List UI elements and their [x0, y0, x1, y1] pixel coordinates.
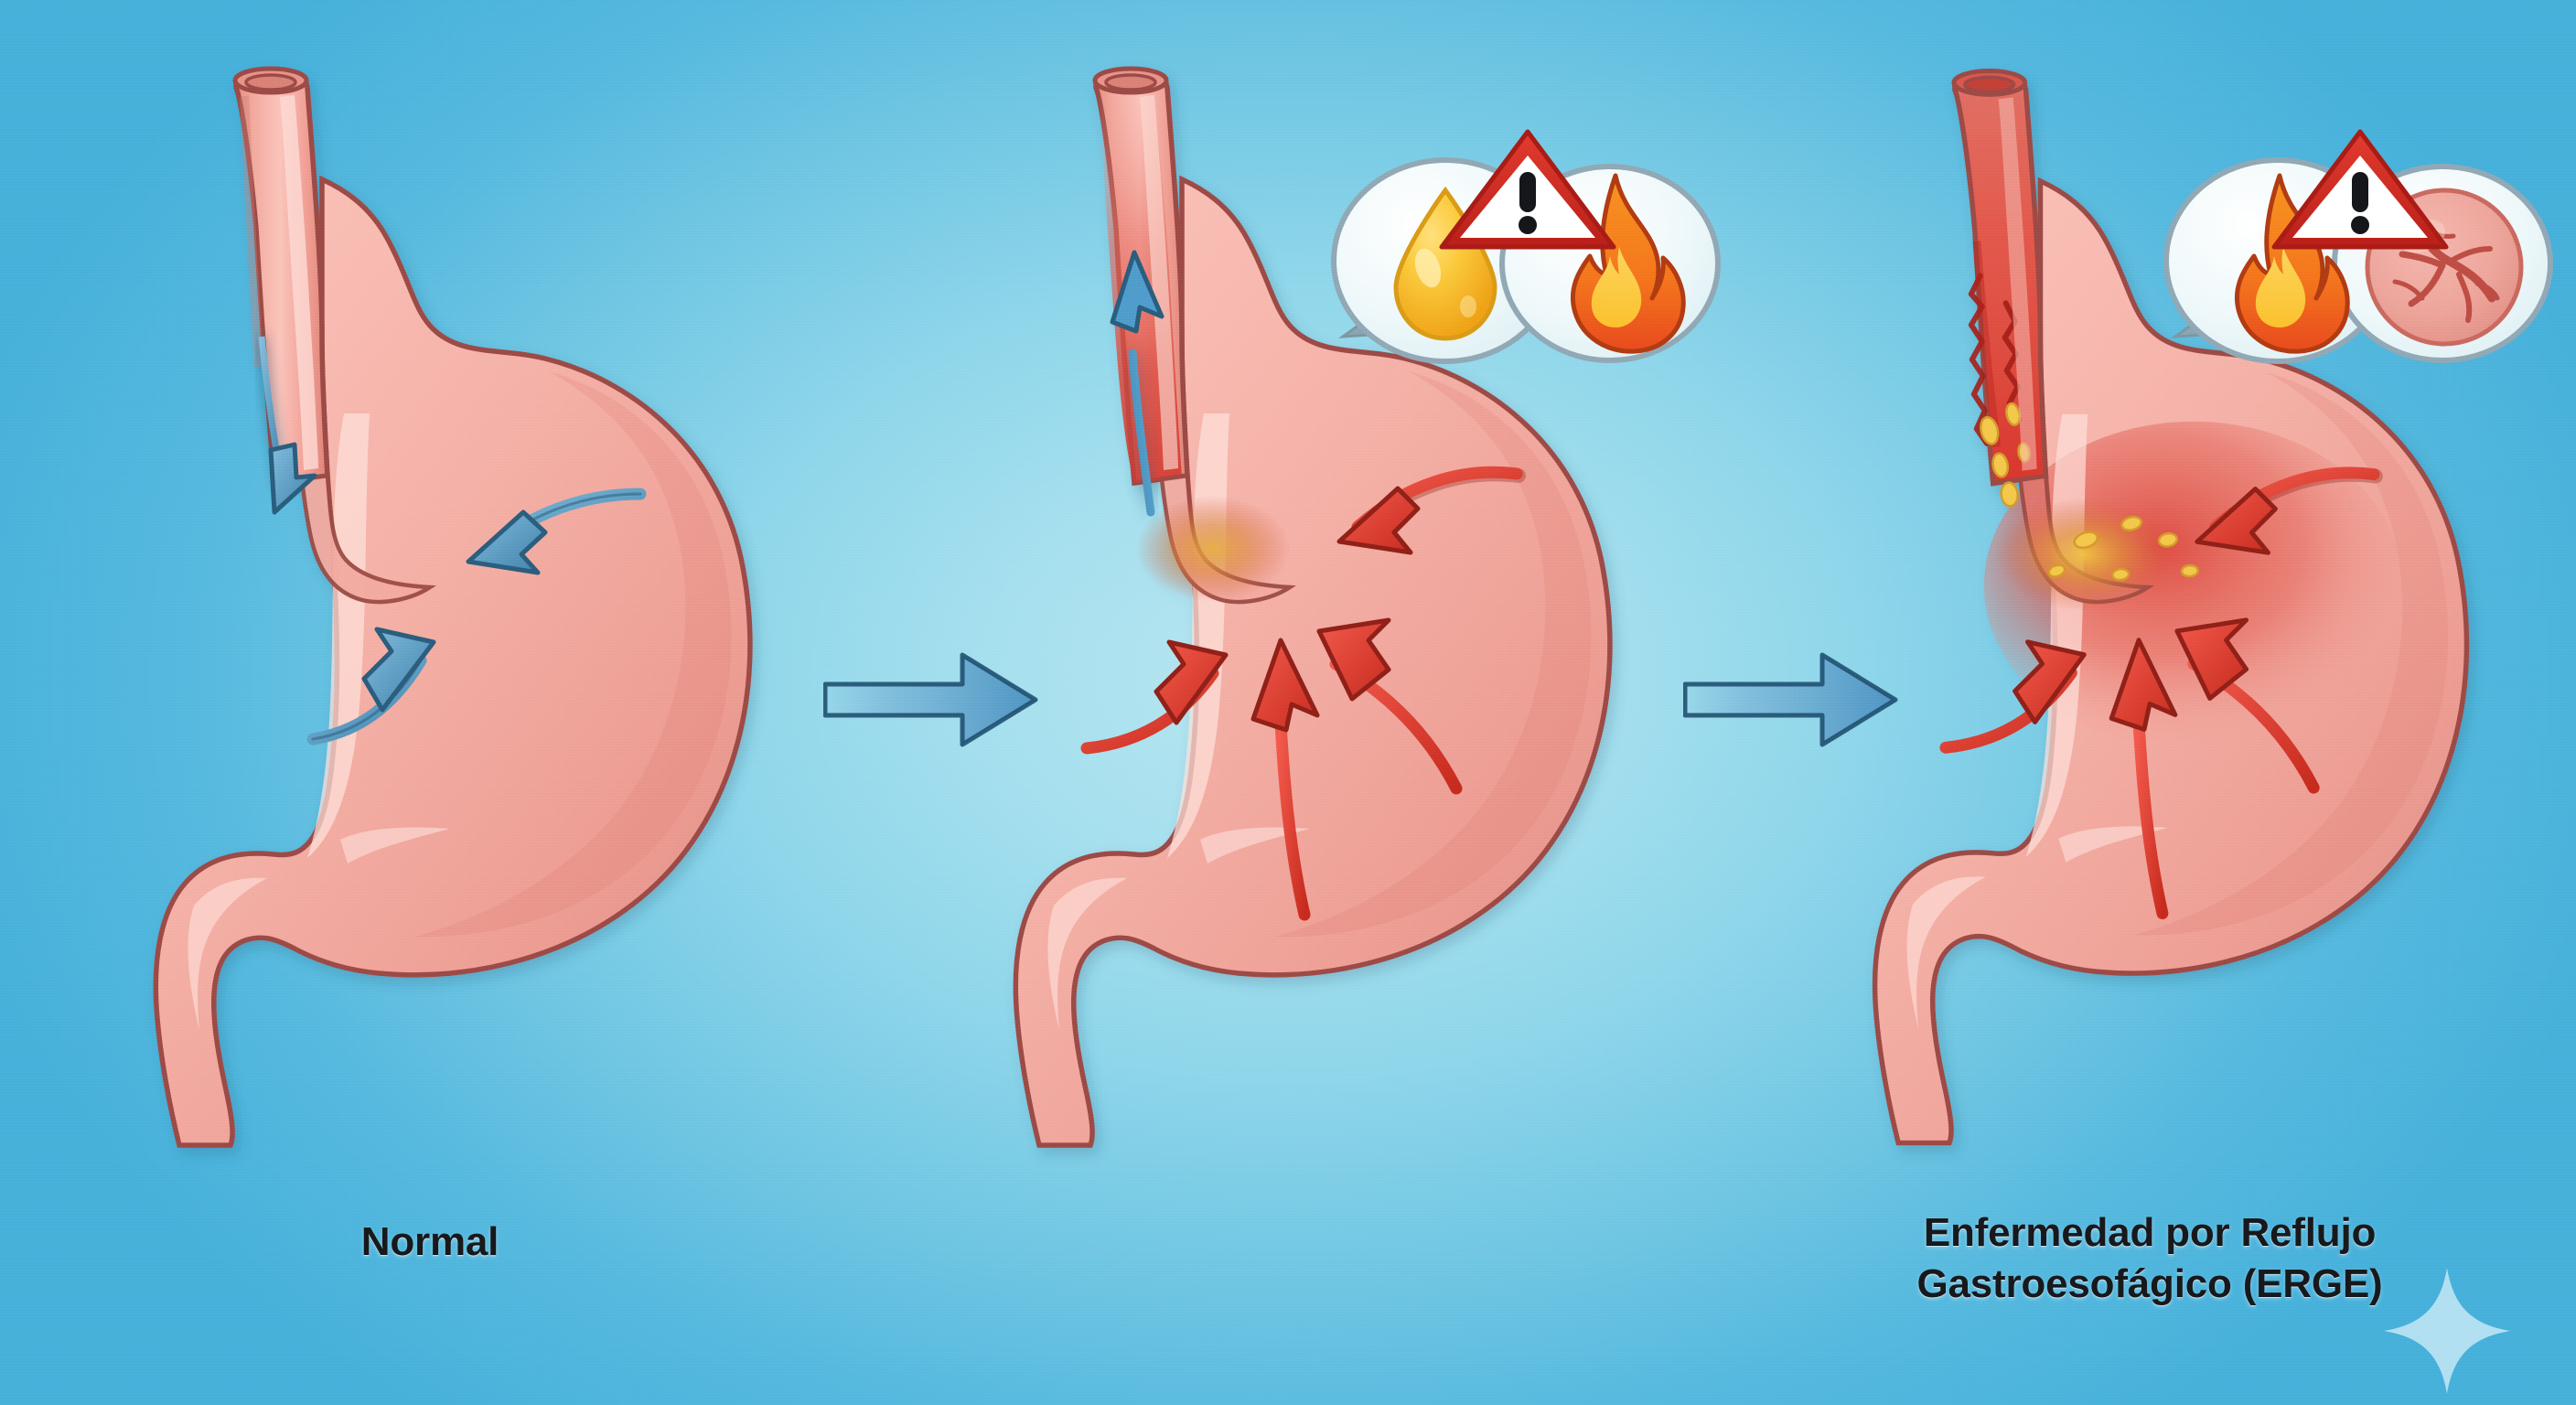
callout-gerd [1331, 129, 1721, 364]
panel-esophagitis: Esofagitis / Daño Esofágico [1720, 0, 2576, 1405]
acid-reflux-arrow-right [1336, 466, 1526, 555]
flame-icon [2234, 173, 2350, 354]
acid-reflux-arrow-center [2109, 638, 2178, 919]
warning-triangle-icon [1439, 129, 1616, 250]
les-ulcers [2047, 515, 2199, 582]
transition-arrow-1 [823, 652, 1038, 747]
warning-triangle-icon [2271, 129, 2449, 250]
sphincter-closed-arrow-left [306, 627, 436, 745]
panel-caption-gerd: Enfermedad por Reflujo Gastroesofágico (… [1916, 1210, 2383, 1307]
acid-reflux-arrow-left [1939, 639, 2087, 754]
panel-caption-normal: Normal [360, 1219, 499, 1264]
stomach-illustration-normal [153, 66, 753, 1148]
callout-esophagitis [2163, 129, 2553, 364]
acid-reflux-arrow-left [1080, 639, 1229, 755]
acid-reflux-arrow-center [1250, 638, 1320, 921]
les-ulceration-glow [1996, 498, 2172, 611]
sphincter-closed-arrow-right [466, 488, 647, 575]
panel-gerd: Enfermedad por Reflujo Gastroesofágico (… [860, 0, 2383, 1405]
les-irritation-glow [1136, 496, 1290, 602]
stomach-illustration-gerd [1013, 66, 1613, 1148]
stomach-illustration-esophagitis [1872, 68, 2470, 1146]
panel-normal: Normal [0, 0, 860, 1405]
reflux-up-arrow [1110, 250, 1165, 517]
food-down-arrow [258, 336, 317, 515]
transition-arrow-2 [1683, 652, 1898, 747]
acid-reflux-arrow-inner [2174, 617, 2320, 794]
flame-icon [1570, 173, 1686, 354]
sparkle-decoration [2384, 1268, 2510, 1394]
acid-reflux-arrow-inner [1316, 617, 1463, 795]
acid-reflux-arrow-right [2195, 467, 2383, 555]
